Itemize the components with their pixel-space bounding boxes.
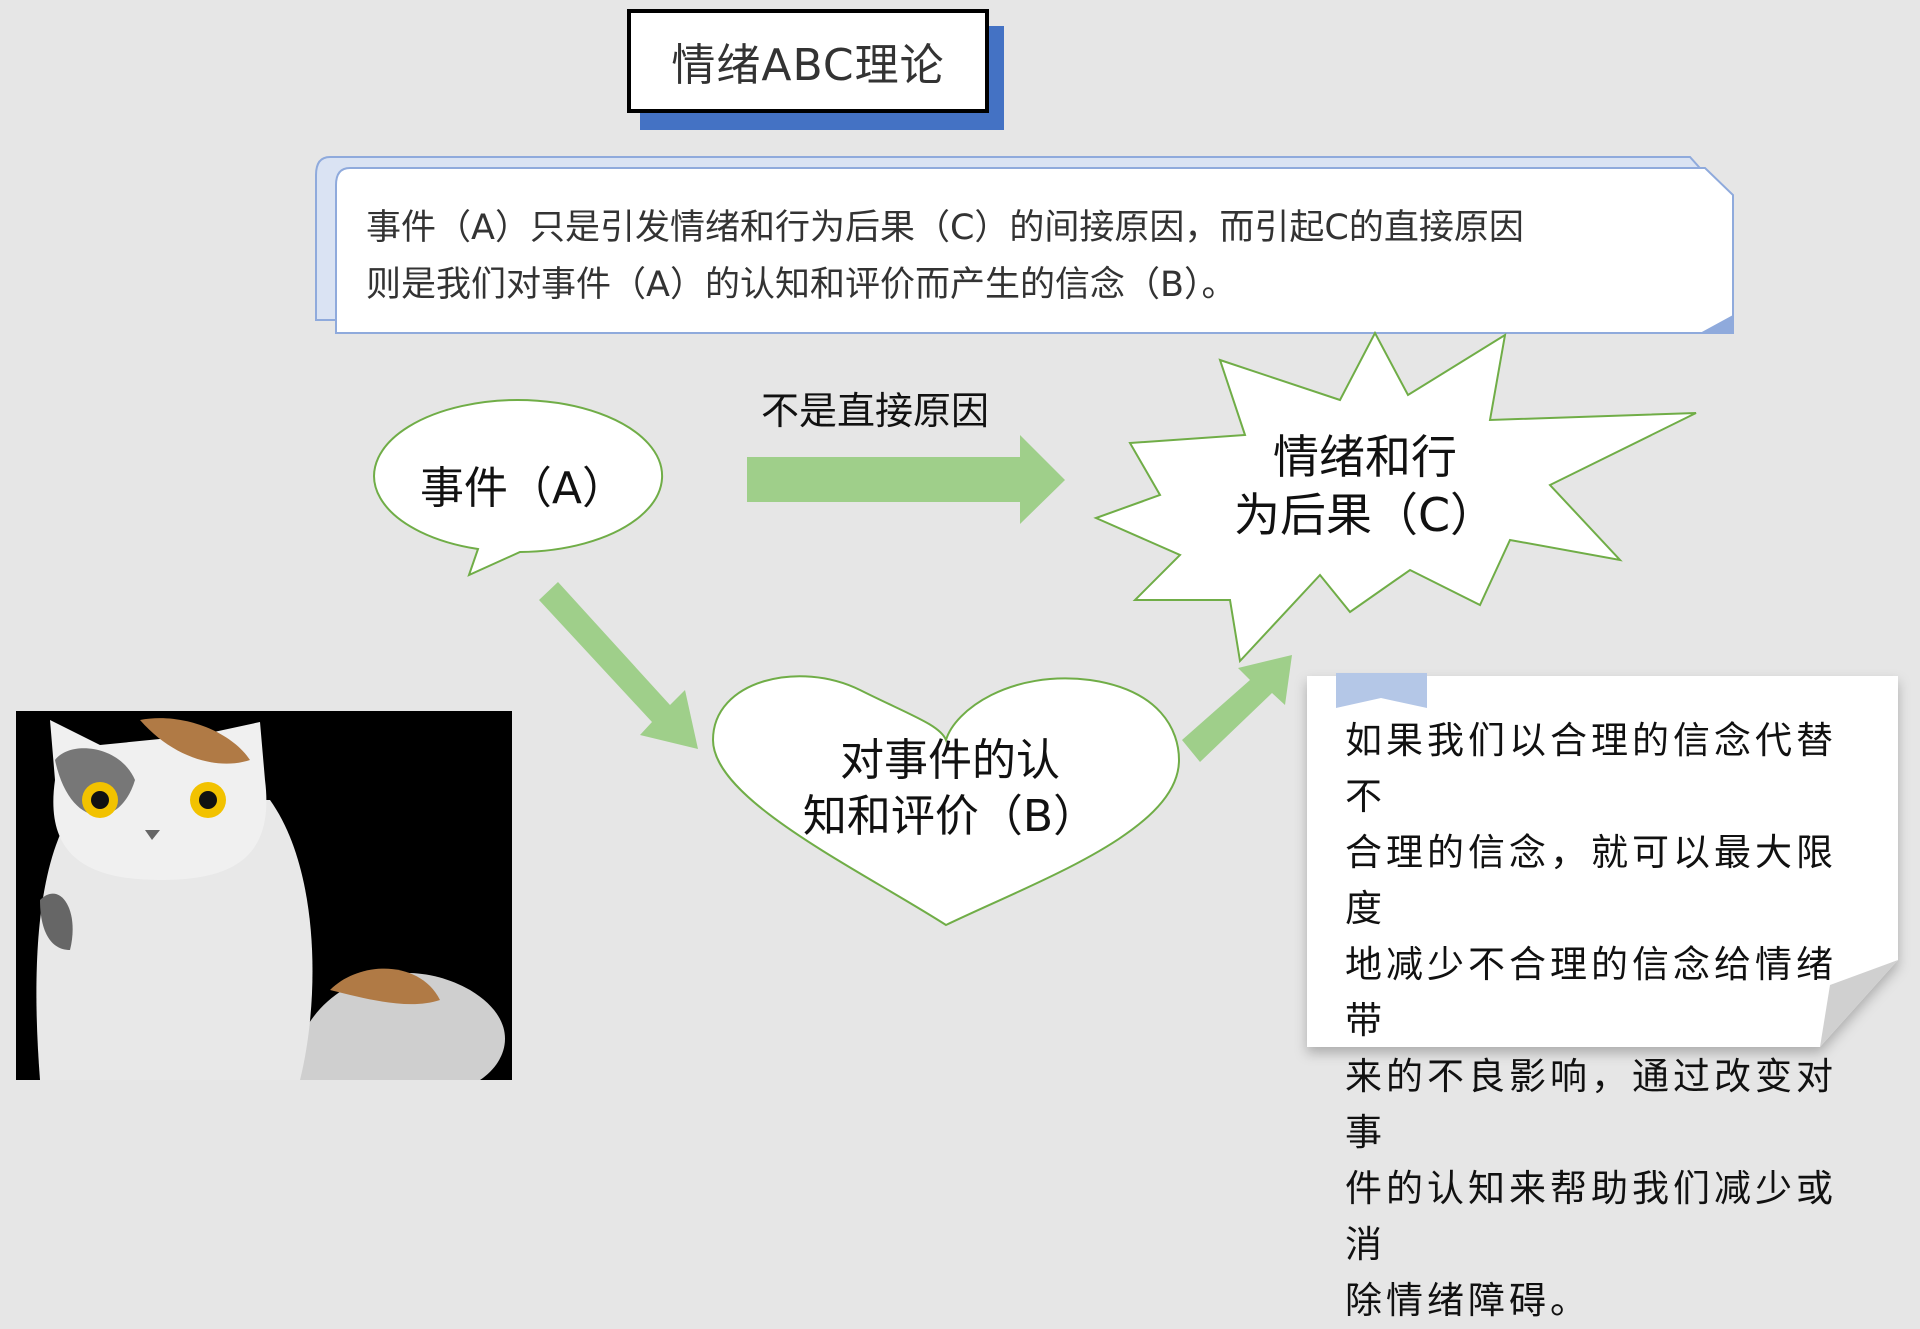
note-paper (1307, 673, 1898, 1047)
cat-illustration (16, 711, 512, 1080)
belief-heart (711, 675, 1181, 927)
diagram-shapes (16, 156, 1898, 1080)
belief-label: 对事件的认 知和评价（B） (770, 733, 1130, 845)
belief-line: 知和评价（B） (802, 791, 1098, 842)
callout-corner (1700, 315, 1733, 333)
page-title: 情绪ABC理论 (627, 9, 989, 113)
consequence-line: 为后果（C） (1233, 488, 1497, 542)
note-line: 合理的信念，就可以最大限度 (1345, 831, 1837, 930)
arrow-label: 不是直接原因 (760, 389, 989, 433)
note-line: 件的认知来帮助我们减少或消 (1345, 1167, 1837, 1266)
note-line: 除情绪障碍。 (1345, 1279, 1591, 1322)
consequence-label: 情绪和行 为后果（C） (1210, 428, 1520, 544)
note-line: 如果我们以合理的信念代替不 (1345, 719, 1837, 818)
note-text: 如果我们以合理的信念代替不 合理的信念，就可以最大限度 地减少不合理的信念给情绪… (1345, 713, 1865, 1329)
callout-line: 则是我们对事件（A）的认知和评价而产生的信念（B）。 (366, 265, 1237, 305)
arrow-right (747, 435, 1065, 524)
callout-line: 事件（A）只是引发情绪和行为后果（C）的间接原因，而引起C的直接原因 (366, 208, 1524, 248)
event-bubble (373, 399, 664, 577)
note-line: 来的不良影响，通过改变对事 (1345, 1055, 1837, 1154)
event-label: 事件（A） (419, 463, 627, 514)
bookmark-tab (1336, 673, 1427, 708)
consequence-line: 情绪和行 (1273, 430, 1457, 484)
arrow-down-right (539, 582, 698, 749)
consequence-burst (1093, 330, 1697, 664)
belief-line: 对事件的认 (840, 735, 1060, 786)
callout-box (335, 167, 1734, 334)
note-line: 地减少不合理的信念给情绪带 (1345, 943, 1837, 1042)
arrow-up-right (1182, 655, 1292, 762)
callout-text: 事件（A）只是引发情绪和行为后果（C）的间接原因，而引起C的直接原因 则是我们对… (366, 200, 1706, 314)
